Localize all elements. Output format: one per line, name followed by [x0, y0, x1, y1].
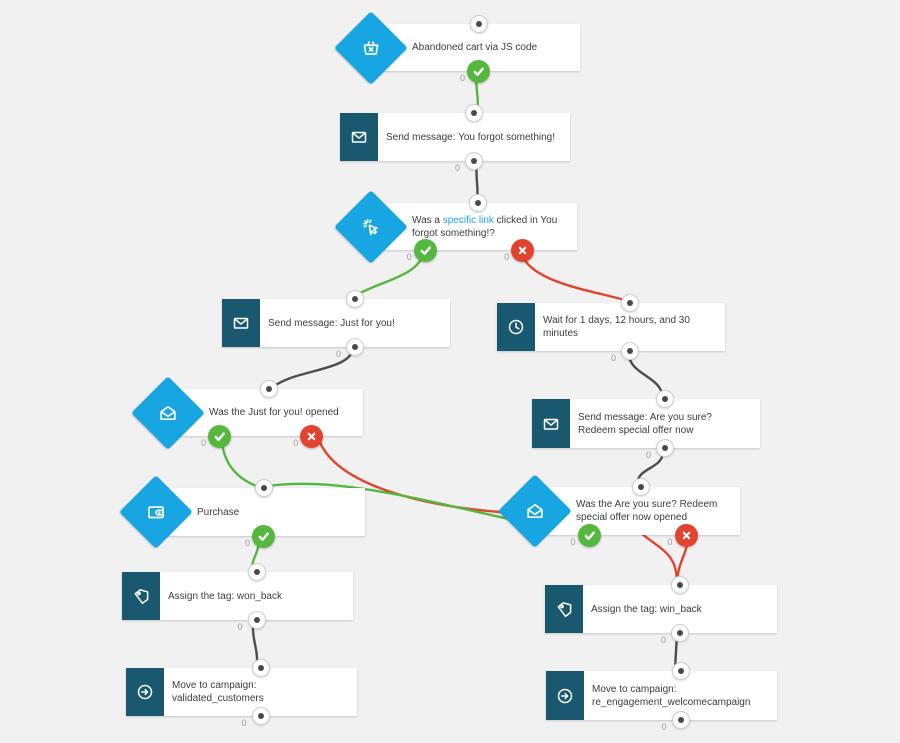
yes-output-badge[interactable] [252, 525, 275, 548]
output-connector[interactable] [251, 707, 270, 725]
node-label: Abandoned cart via JS code [412, 42, 538, 53]
input-connector[interactable] [621, 294, 639, 312]
cart-x-icon [334, 10, 408, 85]
contact-count: 0 [201, 438, 207, 448]
output-connector[interactable] [346, 338, 364, 356]
yes-output-badge[interactable] [208, 425, 232, 448]
contact-count: 0 [241, 718, 247, 728]
node-label: Send message: Just for you! [268, 317, 395, 329]
contact-count: 0 [406, 252, 412, 262]
node-label: Was the Are you sure? Redeem special off… [576, 499, 718, 523]
move-icon [546, 671, 584, 720]
tag-icon [122, 572, 160, 620]
input-connector[interactable] [465, 104, 483, 122]
envelope-open-icon [498, 474, 572, 548]
contact-count: 0 [244, 538, 250, 548]
input-connector[interactable] [671, 662, 690, 680]
wire-linkclicked-yes-to-jfy [351, 249, 426, 299]
input-connector[interactable] [247, 563, 266, 581]
wire-justforyou-to-opened [271, 346, 355, 389]
wallet-icon [119, 475, 193, 549]
move-icon [126, 668, 164, 716]
contact-count: 0 [504, 252, 510, 262]
node-purchase[interactable]: Purchase 0 [119, 475, 365, 549]
envelope-icon [222, 299, 260, 347]
contact-count: 0 [454, 163, 460, 173]
no-output-badge[interactable] [674, 524, 698, 547]
node-label: Assign the tag: won_back [168, 590, 282, 602]
contact-count: 0 [610, 353, 616, 363]
specific-link-text[interactable]: specific link [442, 214, 494, 226]
node-wait[interactable]: Wait for 1 days, 12 hours, and 30 minute… [497, 294, 725, 363]
node-label: Assign the tag: win_back [591, 603, 702, 615]
yes-output-badge[interactable] [413, 239, 437, 262]
node-label: Was the Just for you! opened [209, 407, 339, 418]
node-abandoned-cart[interactable]: Abandoned cart via JS code 0 [334, 10, 580, 85]
node-move-validated[interactable]: Move to campaign: validated_customers 0 [126, 659, 357, 728]
yes-output-badge[interactable] [467, 60, 490, 83]
input-connector[interactable] [346, 290, 364, 308]
node-send-forgot[interactable]: Send message: You forgot something! 0 [340, 104, 570, 173]
no-output-badge[interactable] [300, 425, 324, 448]
output-connector[interactable] [671, 711, 690, 729]
output-connector[interactable] [671, 624, 689, 642]
contact-count: 0 [667, 537, 673, 547]
node-label: Send message: Are you sure? Redeem speci… [578, 411, 712, 436]
envelope-open-icon [131, 375, 205, 450]
output-connector[interactable] [247, 611, 266, 629]
input-connector[interactable] [671, 576, 689, 594]
node-label: Wait for 1 days, 12 hours, and 30 minute… [543, 315, 690, 339]
node-label: Move to campaign: re_engagement_welcomec… [592, 683, 751, 708]
output-connector[interactable] [621, 342, 639, 360]
yes-output-badge[interactable] [577, 524, 601, 547]
input-connector[interactable] [632, 478, 650, 496]
node-label: Move to campaign: validated_customers [172, 680, 264, 704]
contact-count: 0 [237, 622, 243, 632]
contact-count: 0 [661, 722, 667, 732]
contact-count: 0 [459, 73, 465, 83]
node-link-clicked[interactable]: Was a specific link clicked in You forgo… [334, 189, 577, 264]
input-connector[interactable] [468, 194, 487, 212]
node-send-just-for-you[interactable]: Send message: Just for you! 0 [222, 290, 450, 359]
node-tag-win-back[interactable]: Assign the tag: win_back 0 [545, 576, 777, 645]
no-output-badge[interactable] [511, 239, 535, 262]
node-tag-won-back[interactable]: Assign the tag: won_back 0 [122, 563, 353, 632]
input-connector[interactable] [251, 659, 270, 677]
output-connector[interactable] [656, 439, 674, 457]
contact-count: 0 [570, 537, 576, 547]
node-label: Send message: You forgot something! [386, 131, 556, 143]
output-connector[interactable] [465, 152, 483, 170]
node-move-re-engagement[interactable]: Move to campaign: re_engagement_welcomec… [546, 662, 777, 732]
contact-count: 0 [645, 450, 651, 460]
input-connector[interactable] [260, 380, 278, 398]
envelope-icon [340, 113, 378, 161]
contact-count: 0 [335, 349, 341, 359]
wire-linkclicked-no-to-wait [519, 249, 630, 303]
tag-icon [545, 585, 583, 633]
node-opened-just-for-you[interactable]: Was the Just for you! opened 0 0 [131, 375, 363, 450]
node-opened-are-you-sure[interactable]: Was the Are you sure? Redeem special off… [498, 474, 740, 548]
input-connector[interactable] [656, 390, 674, 408]
node-label: Was a specific link clicked in You forgo… [412, 214, 558, 239]
contact-count: 0 [660, 635, 666, 645]
envelope-icon [532, 399, 570, 448]
node-send-are-you-sure[interactable]: Send message: Are you sure? Redeem speci… [532, 390, 760, 460]
input-connector[interactable] [255, 479, 273, 497]
contact-count: 0 [293, 438, 299, 448]
input-connector[interactable] [470, 15, 488, 33]
clock-icon [497, 303, 535, 351]
node-label: Purchase [197, 506, 240, 518]
click-icon [334, 189, 408, 264]
